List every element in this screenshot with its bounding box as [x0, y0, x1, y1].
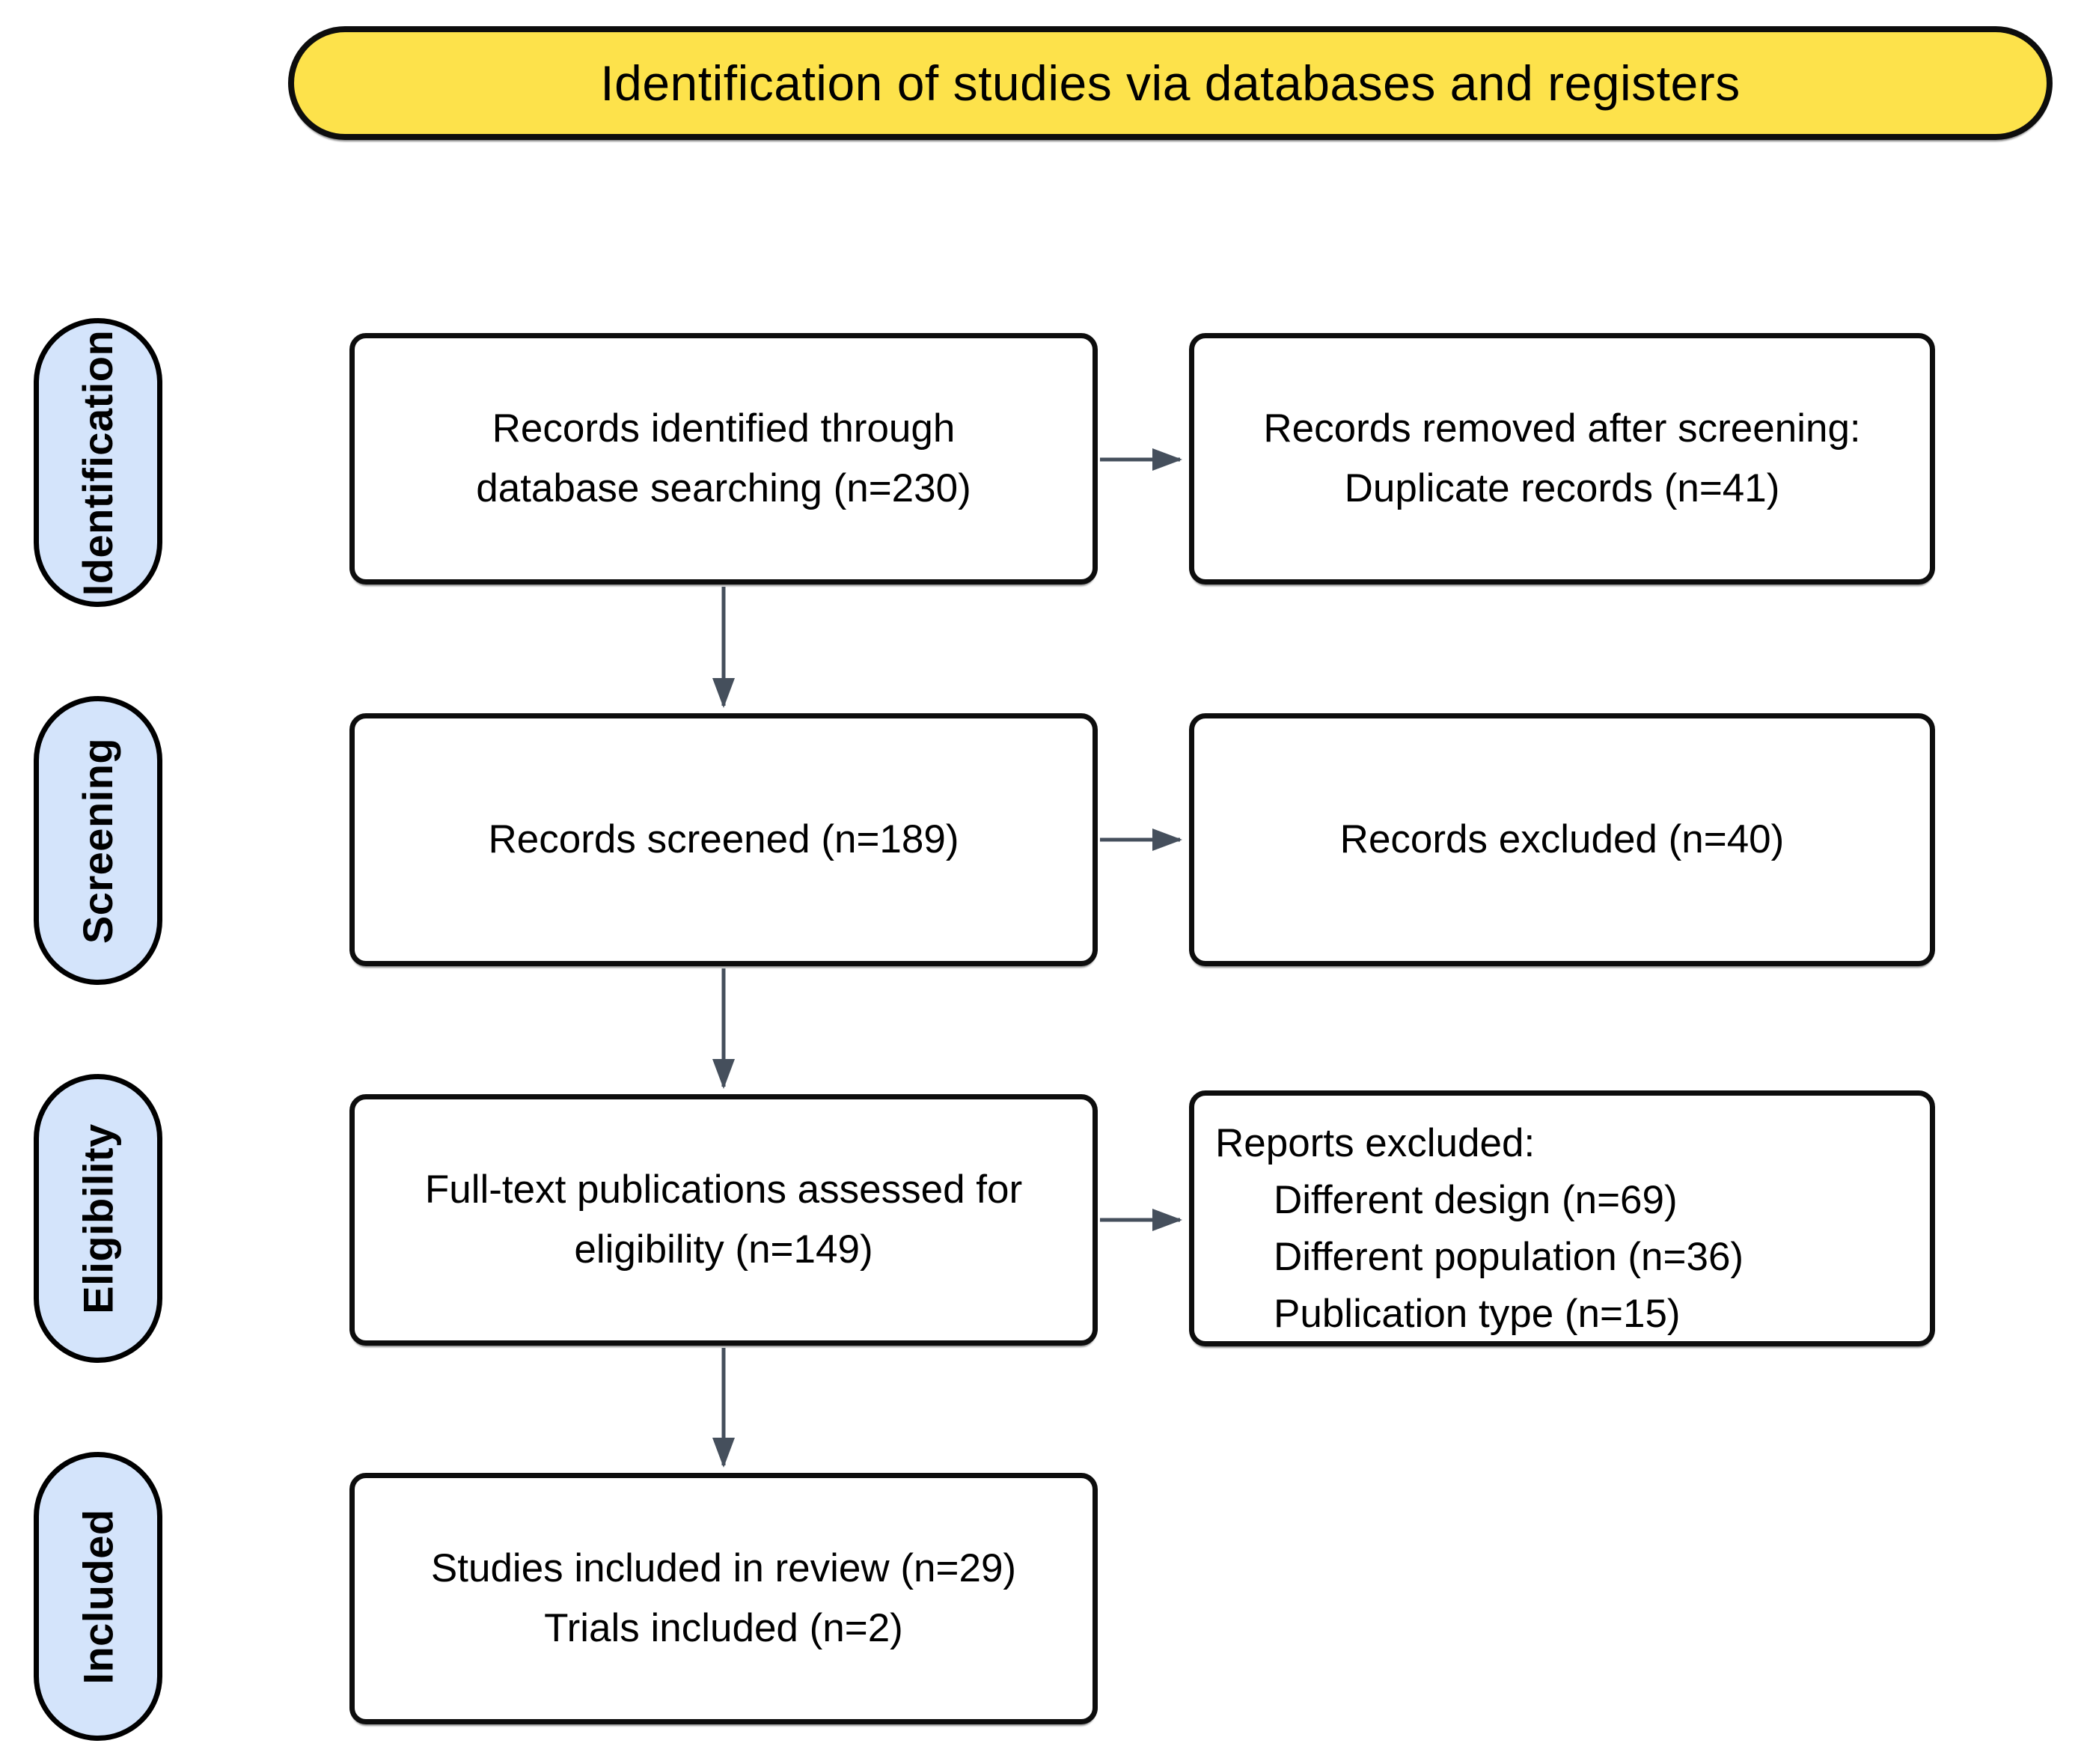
stage-label-identification: Identification — [74, 329, 122, 596]
banner: Identification of studies via databases … — [288, 26, 2053, 140]
stage-pill-identification: Identification — [34, 318, 162, 607]
box-records-removed: Records removed after screening: Duplica… — [1189, 333, 1935, 585]
box-reports-excluded: Reports excluded: Different design (n=69… — [1189, 1090, 1935, 1346]
box-records-screened: Records screened (n=189) — [349, 713, 1098, 966]
box-text-line: database searching (n=230) — [476, 466, 971, 510]
box-text-line: eligibility (n=149) — [574, 1227, 873, 1272]
stage-pill-screening: Screening — [34, 696, 162, 985]
box-text-line: Records excluded (n=40) — [1339, 817, 1785, 861]
box-text-line: Records screened (n=189) — [488, 817, 959, 861]
box-records-identified: Records identified through database sear… — [349, 333, 1098, 585]
box-text-line: Records removed after screening: — [1263, 406, 1861, 451]
box-text-line: Trials included (n=2) — [544, 1606, 903, 1650]
box-records-excluded: Records excluded (n=40) — [1189, 713, 1935, 966]
excluded-reason: Publication type (n=15) — [1274, 1292, 1681, 1336]
box-heading: Reports excluded: — [1215, 1121, 1535, 1165]
box-studies-included: Studies included in review (n=29) Trials… — [349, 1473, 1098, 1724]
stage-pill-eligibility: Eligibility — [34, 1074, 162, 1363]
box-text-line: Records identified through — [492, 406, 956, 451]
box-fulltext-assessed: Full-text publications assessed for elig… — [349, 1094, 1098, 1346]
stage-pill-included: Included — [34, 1452, 162, 1741]
banner-label: Identification of studies via databases … — [600, 55, 1741, 111]
stage-label-eligibility: Eligibility — [74, 1123, 122, 1314]
excluded-reason: Different design (n=69) — [1274, 1178, 1678, 1222]
box-text-line: Studies included in review (n=29) — [430, 1546, 1017, 1590]
box-text-line: Full-text publications assessed for — [424, 1168, 1023, 1212]
box-text-line: Duplicate records (n=41) — [1344, 466, 1780, 510]
stage-label-screening: Screening — [74, 737, 122, 944]
stage-label-included: Included — [74, 1508, 122, 1685]
excluded-reason: Different population (n=36) — [1274, 1235, 1744, 1279]
